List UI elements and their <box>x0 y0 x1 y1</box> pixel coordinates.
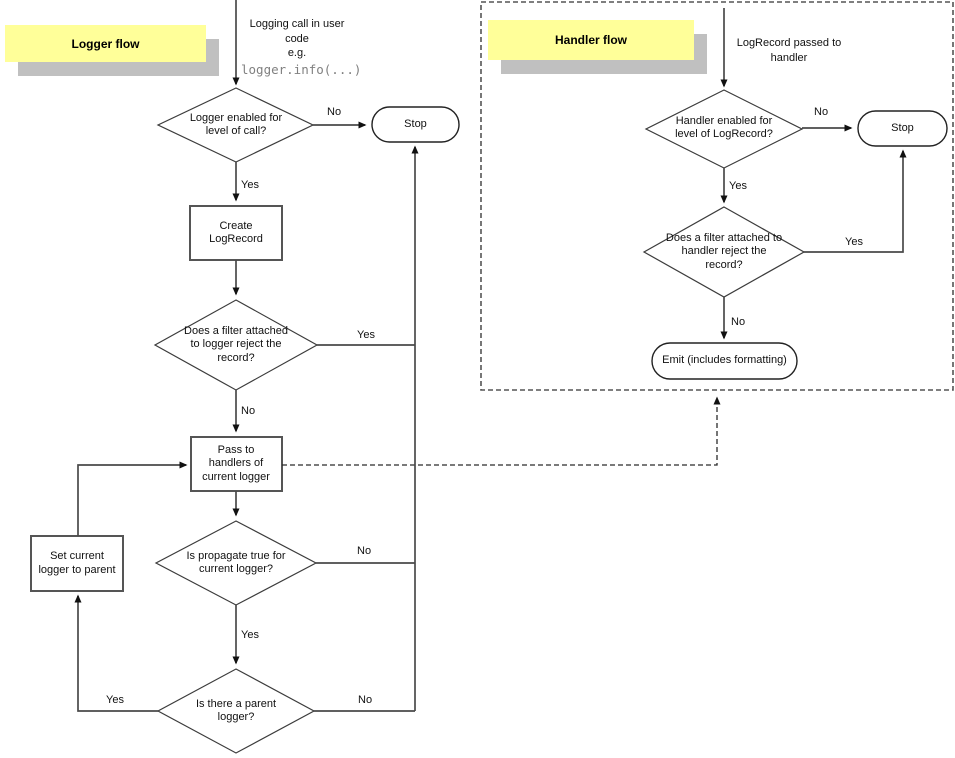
handler-stop-node <box>857 110 948 147</box>
handler-start-annotation: LogRecord passed to handler <box>730 36 848 65</box>
handler-flow-title: Handler flow <box>488 20 694 60</box>
handler-level-yes-label: Yes <box>729 180 747 192</box>
logger-stop-label: Stop <box>404 117 427 130</box>
logger-flow-title-text: Logger flow <box>71 36 140 51</box>
parent-yes-label: Yes <box>106 694 124 706</box>
logger-stop-node <box>371 106 460 143</box>
pass-handlers-label: Pass to handlers of current logger <box>202 444 270 483</box>
propagate-diamond-label: Is propagate true for current logger? <box>186 549 286 575</box>
handler-level-no-label: No <box>814 106 829 118</box>
handler-stop-label: Stop <box>891 121 914 134</box>
handler-flow-title-text: Handler flow <box>554 33 627 47</box>
logger-start-code: logger.info(...) <box>241 61 362 77</box>
create-logrecord-label: Create LogRecord <box>209 219 263 245</box>
handler-level-diamond-label: Handler enabled for level of LogRecord? <box>675 114 773 140</box>
logger-level-diamond-label: Logger enabled for level of call? <box>189 111 283 137</box>
logger-start-text: Logging call in user code <box>249 18 345 45</box>
set-parent-node <box>30 535 124 592</box>
handler-filter-yes-arrow <box>804 149 907 253</box>
create-logrecord-node <box>189 205 283 261</box>
logger-start-eg: e.g. <box>287 47 307 60</box>
pass-to-handler-dashed-arrow <box>282 396 721 466</box>
propagate-no-label: No <box>357 545 372 557</box>
handler-start-text: LogRecord passed to handler <box>736 37 842 64</box>
logger-flow-title: Logger flow <box>5 25 206 62</box>
logger-filter-diamond-label: Does a filter attached to logger reject … <box>184 325 288 364</box>
pass-handlers-node <box>190 436 283 492</box>
logger-filter-no-label: No <box>241 405 256 417</box>
parent-diamond-label: Is there a parent logger? <box>195 697 277 723</box>
handler-filter-no-label: No <box>731 316 746 328</box>
handler-filter-yes-label: Yes <box>845 236 863 248</box>
parent-no-label: No <box>358 694 373 706</box>
emit-node <box>651 342 798 380</box>
loop-back-arrow <box>77 461 188 536</box>
set-parent-label: Set current logger to parent <box>38 550 116 576</box>
logger-level-yes-label: Yes <box>241 179 259 191</box>
logger-level-no-label: No <box>327 106 342 118</box>
logger-filter-yes-label: Yes <box>357 329 375 341</box>
emit-label: Emit (includes formatting) <box>662 354 787 367</box>
parent-yes-arrow <box>74 594 158 712</box>
handler-flow-dashed-box <box>480 1 954 391</box>
logger-start-annotation: Logging call in user code e.g. logger.in… <box>241 17 362 78</box>
parent-diamond <box>156 668 316 754</box>
handler-filter-diamond-label: Does a filter attached to handler reject… <box>665 232 783 271</box>
propagate-yes-label: Yes <box>241 629 259 641</box>
